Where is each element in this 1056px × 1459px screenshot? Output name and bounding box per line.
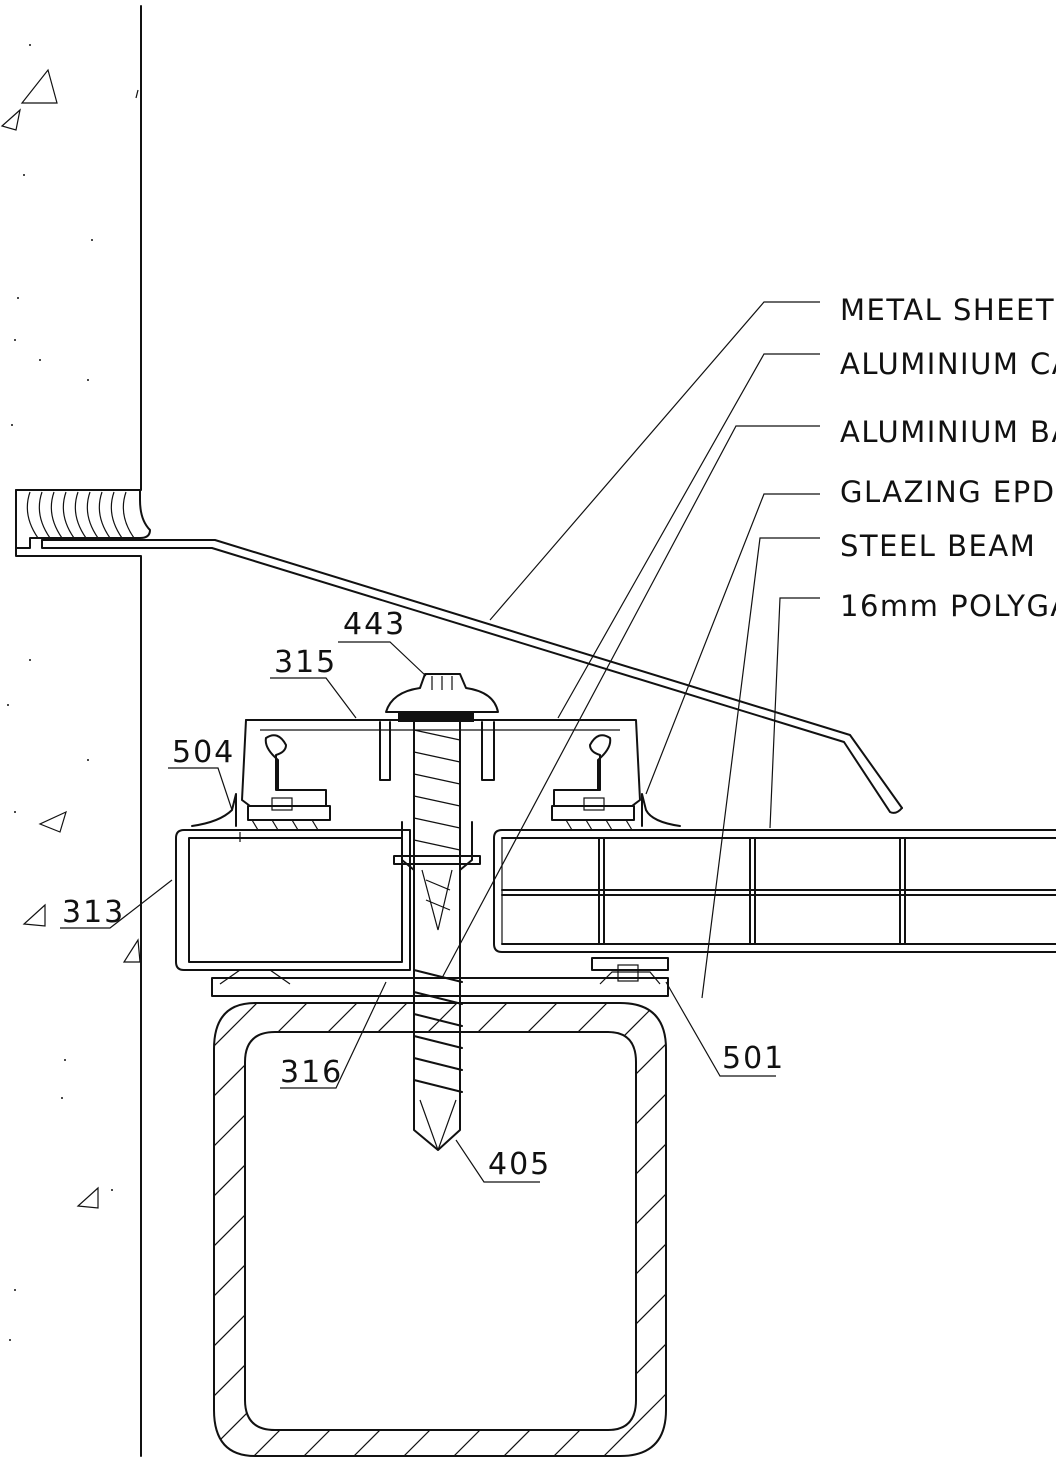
gaskets bbox=[191, 793, 681, 831]
leader-glazing-epdm bbox=[645, 493, 820, 795]
label-glazing-epdm: GLAZING EPDM bbox=[840, 475, 1056, 509]
label-metal-sheet: METAL SHEET bbox=[840, 293, 1055, 327]
label-aluminium-base: ALUMINIUM BASE bbox=[840, 415, 1056, 449]
part-316: 316 bbox=[280, 1055, 343, 1090]
label-steel-beam: STEEL BEAM bbox=[840, 529, 1036, 563]
leader-501 bbox=[665, 981, 776, 1077]
concrete-wall bbox=[0, 5, 142, 1457]
leader-504 bbox=[168, 767, 233, 811]
material-labels: METAL SHEET ALUMINIUM CAP ALUMINIUM BASE… bbox=[840, 293, 1056, 623]
part-405: 405 bbox=[488, 1147, 551, 1182]
part-501: 501 bbox=[722, 1041, 785, 1076]
part-313: 313 bbox=[62, 895, 125, 930]
leader-313 bbox=[60, 879, 173, 929]
leader-316 bbox=[280, 981, 387, 1089]
leader-405 bbox=[455, 1139, 540, 1183]
part-number-labels: 443 315 504 313 316 501 405 bbox=[62, 607, 785, 1182]
leader-315 bbox=[270, 677, 357, 719]
fixing-screw bbox=[385, 673, 499, 1151]
leader-metal-sheet bbox=[489, 301, 820, 621]
leader-lines bbox=[60, 301, 820, 1183]
left-box-profile bbox=[175, 829, 411, 971]
aluminium-base bbox=[211, 957, 669, 997]
polygal-sheet bbox=[493, 829, 1056, 953]
metal-sheet-flashing bbox=[41, 539, 903, 814]
leader-443 bbox=[338, 641, 427, 677]
label-aluminium-cap: ALUMINIUM CAP bbox=[840, 347, 1056, 381]
leader-aluminium-base bbox=[441, 425, 820, 979]
leader-polygal bbox=[769, 597, 820, 829]
leader-steel-beam bbox=[701, 537, 820, 999]
part-504: 504 bbox=[172, 735, 235, 770]
leader-aluminium-cap bbox=[557, 353, 820, 719]
aluminium-cap bbox=[241, 719, 641, 807]
part-443: 443 bbox=[343, 607, 406, 642]
part-315: 315 bbox=[274, 645, 337, 680]
wall-sealant bbox=[15, 489, 151, 549]
label-polygal: 16mm POLYGAL bbox=[840, 589, 1056, 623]
